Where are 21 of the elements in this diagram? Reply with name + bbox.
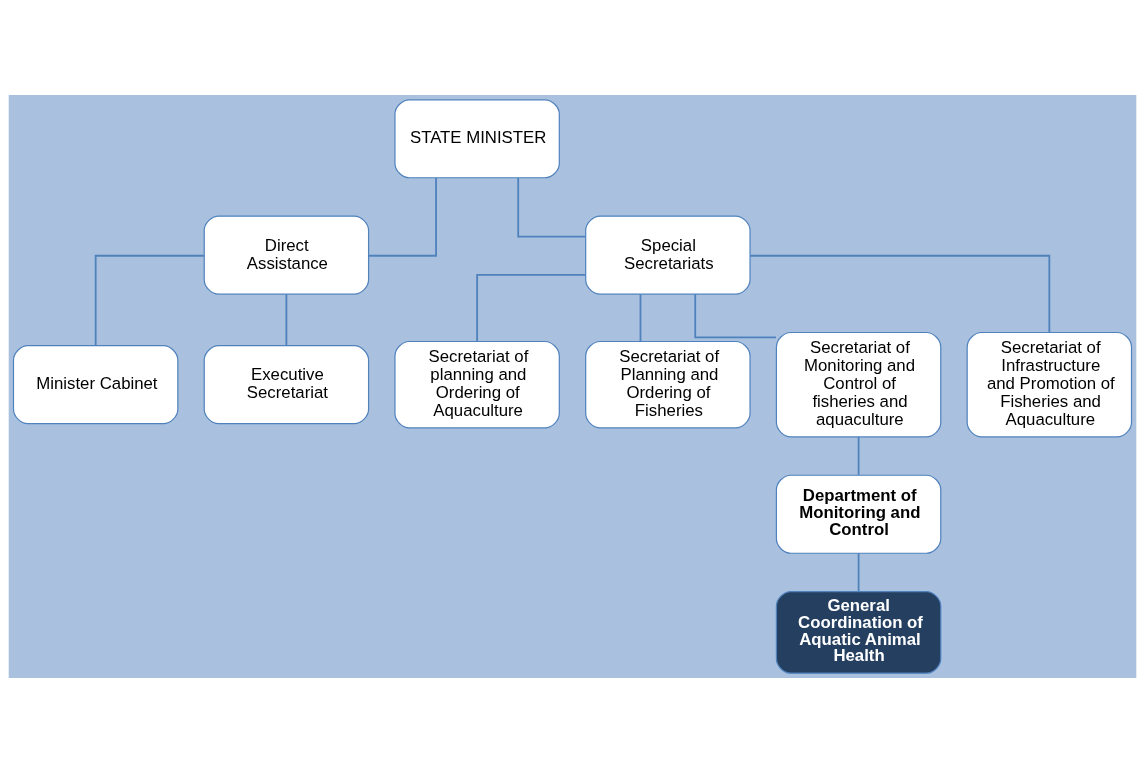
node-box: Executive Secretariat — [203, 344, 370, 424]
node-box: Department of Monitoring and Control — [775, 474, 942, 554]
connector — [694, 292, 777, 338]
connector — [367, 176, 437, 257]
connector — [94, 254, 205, 347]
node-box: Secretariat of planning and Ordering of Aquaculture — [394, 340, 560, 428]
node-box: Special Secretariats — [585, 215, 751, 295]
node-box: General Coordination of Aquatic Animal Health — [775, 590, 942, 674]
connector — [857, 551, 860, 592]
node-box: Secretariat of Monitoring and Control of fisheries and aquaculture — [775, 331, 942, 437]
connector — [639, 292, 642, 342]
connector — [517, 176, 587, 237]
node-box: STATE MINISTER — [394, 98, 560, 178]
connector — [857, 435, 860, 476]
node-box: Direct Assistance — [203, 215, 370, 295]
connector — [749, 254, 1051, 333]
connector — [285, 292, 288, 346]
node-box: Minister Cabinet — [12, 344, 179, 424]
node-box: Secretariat of Planning and Ordering of Fisheries — [585, 340, 751, 428]
connector — [476, 273, 587, 342]
node-box: Secretariat of Infrastructure and Promotion of Fisheries and Aquaculture — [966, 331, 1133, 437]
